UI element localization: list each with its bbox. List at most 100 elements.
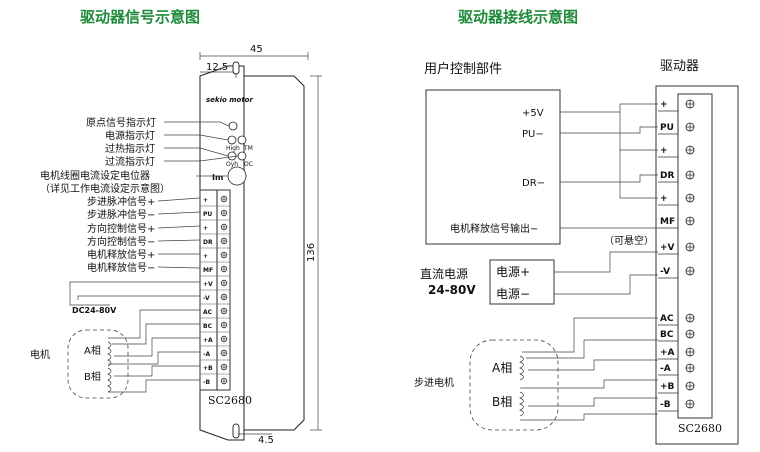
dim-height: 136 xyxy=(306,243,317,262)
leader-line xyxy=(157,211,201,215)
wire-pu xyxy=(560,126,658,134)
motor-wire-right xyxy=(522,317,658,353)
right-phase-b: B相 xyxy=(492,395,512,409)
coil-a-right xyxy=(519,355,524,381)
terminal-pin-label: +A xyxy=(203,337,213,344)
coil-b xyxy=(107,367,112,393)
motor-wire xyxy=(108,379,200,393)
driver-body-outline xyxy=(199,65,305,441)
led-label: High xyxy=(226,145,240,152)
terminal-pin-label: +V xyxy=(203,281,213,288)
led-label: OC xyxy=(244,161,253,168)
knob-label: Im xyxy=(212,173,223,182)
terminal-pin-label: + xyxy=(660,194,668,204)
pot-label: 电机线圈电流设定电位器 xyxy=(40,169,150,182)
dr-plus-label: 方向控制信号+ xyxy=(87,222,155,235)
pu-plus-label: 步进脉冲信号+ xyxy=(87,195,155,208)
terminal-pin-label: +V xyxy=(660,243,675,253)
terminal-pin-label: AC xyxy=(203,309,213,316)
motor-wire-right xyxy=(520,379,658,389)
terminal-pin-label: MF xyxy=(660,217,675,227)
motor-wire xyxy=(108,351,200,365)
terminal-pin-label: PU xyxy=(203,211,212,218)
power-led-label: 电源指示灯 xyxy=(105,129,155,142)
leader-line xyxy=(164,155,239,162)
wire-5v-dr xyxy=(619,112,658,151)
motor-wire-right xyxy=(528,397,658,407)
leader-line xyxy=(164,147,229,157)
dc-label: DC24-80V xyxy=(72,306,117,315)
dim-offset: 12.5 xyxy=(206,62,228,73)
leader-line xyxy=(164,134,229,141)
right-title: 驱动器接线示意图 xyxy=(458,8,578,26)
dc-wire xyxy=(77,295,200,300)
overcurrent-led xyxy=(237,151,247,161)
terminal-pin-label: -A xyxy=(203,351,210,358)
terminal-pin-label: -B xyxy=(203,379,210,386)
motor-label: 电机 xyxy=(30,348,50,361)
mf-plus-label: 电机释放信号+ xyxy=(87,248,155,261)
dc-wire xyxy=(69,281,200,306)
origin-led-label: 原点信号指示灯 xyxy=(86,116,156,129)
overheat-led-label: 过热指示灯 xyxy=(105,142,155,155)
terminal-pin-label: DR xyxy=(203,239,213,246)
motor-wire xyxy=(112,323,200,345)
user-part-label: 用户控制部件 xyxy=(424,61,502,77)
terminal-pin-label: DR xyxy=(660,171,674,181)
dc-source-voltage: 24-80V xyxy=(428,283,476,297)
terminal-pin-label: MF xyxy=(203,267,213,274)
mf-minus-label: 电机释放信号− xyxy=(87,261,155,274)
terminal-pin-label: + xyxy=(660,146,668,156)
mount-slot-bottom xyxy=(232,423,240,439)
wire-power-minus xyxy=(554,274,658,295)
terminal-pin-label: -V xyxy=(203,295,210,302)
leader-line xyxy=(164,121,230,127)
pot-label-note: （详见工作电流设定示意图） xyxy=(40,182,170,195)
wire-dr xyxy=(560,174,658,183)
driver-label: 驱动器 xyxy=(660,59,699,74)
leader-line xyxy=(157,197,201,202)
leader-line xyxy=(157,239,201,242)
terminal-pin-label: +B xyxy=(660,382,675,392)
motor-wire-right xyxy=(526,339,658,359)
wire-5v-mf xyxy=(619,150,658,199)
dc-source-box xyxy=(489,259,555,305)
terminal-pin-label: AC xyxy=(660,314,674,324)
mount-slot-top xyxy=(232,61,240,75)
power-minus-label: 电源− xyxy=(496,287,530,301)
terminal-pin-label: + xyxy=(660,100,668,110)
ctrl-5v: +5V xyxy=(522,108,544,119)
dc-source-label: 直流电源 xyxy=(420,267,468,281)
ctrl-pu: PU− xyxy=(522,129,544,140)
dr-minus-label: 方向控制信号− xyxy=(87,235,155,248)
power-plus-label: 电源+ xyxy=(496,265,530,279)
pu-minus-label: 步进脉冲信号− xyxy=(87,208,155,221)
led-label: TM xyxy=(243,145,253,152)
phase-a-label: A相 xyxy=(84,344,101,357)
terminal-pin-label: + xyxy=(203,225,208,232)
terminal-pin-label: + xyxy=(203,253,208,260)
left-title: 驱动器信号示意图 xyxy=(80,8,200,26)
wire-5v xyxy=(560,103,658,113)
dim-width: 45 xyxy=(250,44,263,55)
terminal-block-right xyxy=(677,93,713,419)
terminal-pin-label: BC xyxy=(203,323,213,330)
motor-wire xyxy=(114,337,200,357)
stepper-outline xyxy=(469,339,559,431)
leader-line xyxy=(157,266,201,269)
ctrl-mf: 电机释放信号输出− xyxy=(450,222,538,235)
terminal-pin-label: BC xyxy=(660,330,674,340)
terminal-pin-label: +A xyxy=(660,348,675,358)
right-phase-a: A相 xyxy=(492,361,512,375)
stepper-label: 步进电机 xyxy=(414,376,454,389)
overcurrent-led-label: 过流指示灯 xyxy=(105,155,155,168)
power-led xyxy=(227,135,237,145)
power-led-2 xyxy=(237,135,247,145)
phase-b-label: B相 xyxy=(84,370,101,383)
terminal-pin-label: +B xyxy=(203,365,213,372)
dim-bottom: 4.5 xyxy=(258,435,274,446)
motor-wire xyxy=(114,365,200,377)
